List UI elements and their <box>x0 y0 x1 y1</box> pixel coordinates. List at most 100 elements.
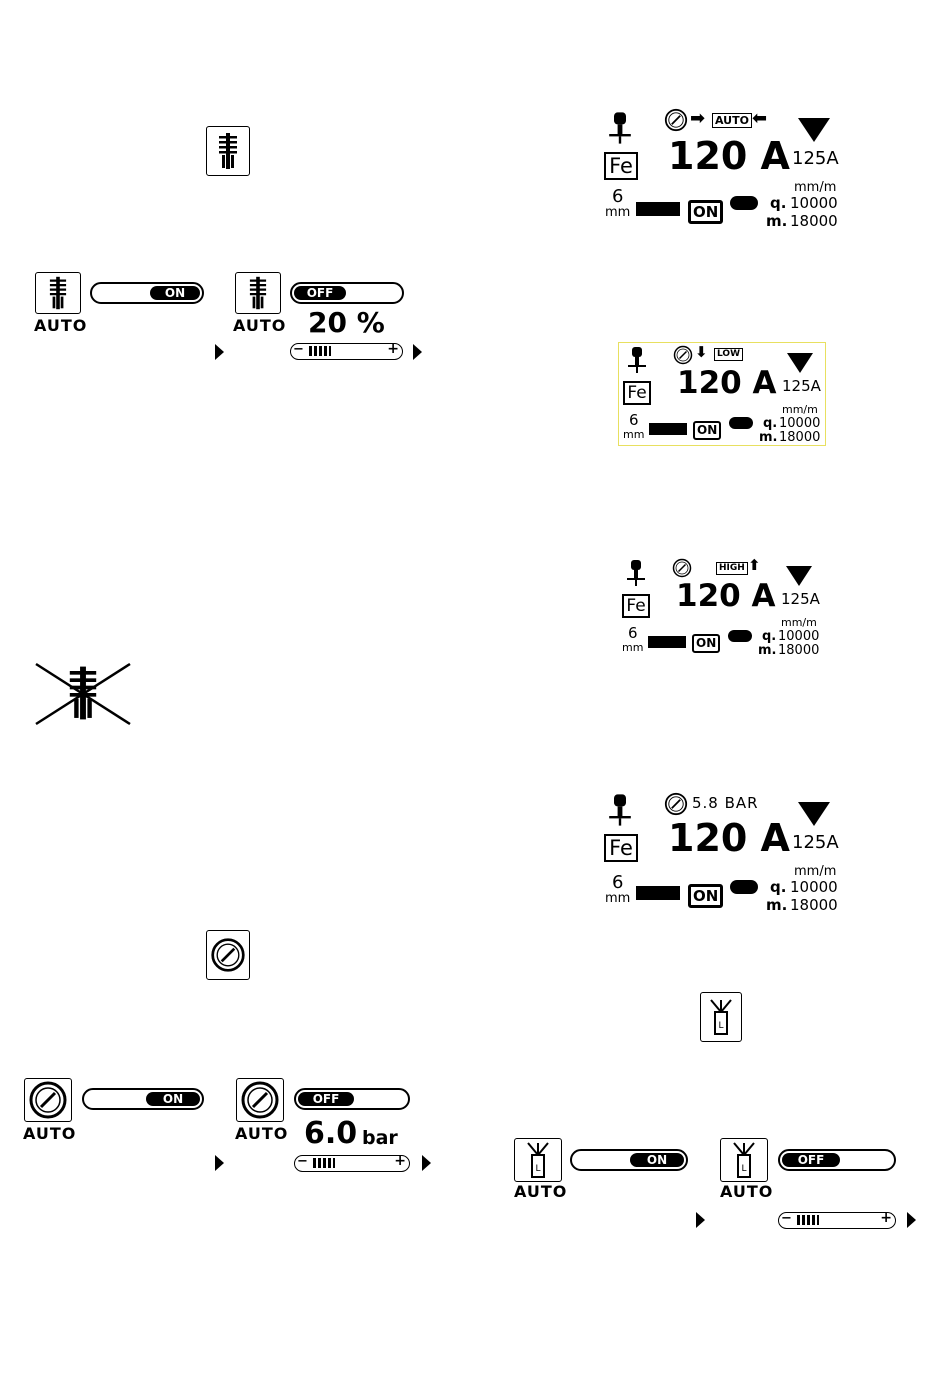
auto-label: AUTO <box>720 1182 773 1201</box>
toggle-off-pill: OFF <box>298 1092 354 1106</box>
toggle-off-pill: OFF <box>294 286 346 300</box>
toggle-off-switch[interactable]: OFF <box>290 282 404 304</box>
toggle-on-pill: ON <box>146 1092 200 1106</box>
m-label: m. <box>758 643 776 658</box>
m-label: m. <box>759 430 777 445</box>
toggle-off-pill: OFF <box>782 1153 840 1167</box>
arrow-down-icon: ⬇ <box>695 343 708 361</box>
thickness-bar-icon <box>649 423 687 435</box>
speed-icon <box>730 880 758 894</box>
arrow-up-icon: ⬆ <box>748 556 761 574</box>
auto-label: AUTO <box>34 316 87 335</box>
on-badge: ON <box>692 634 720 653</box>
consumable-slider[interactable]: − + <box>778 1212 896 1229</box>
speed-icon <box>730 196 758 210</box>
material-badge: Fe <box>604 152 638 180</box>
pressure-mode-badge: AUTO <box>712 113 752 128</box>
gauge-icon-frame <box>206 930 250 980</box>
q-value: 10000 <box>778 629 819 644</box>
speed-icon <box>729 417 753 429</box>
current-value: 120 A <box>677 365 777 401</box>
next-arrow-icon[interactable] <box>422 1155 431 1171</box>
pressure-gauge-icon <box>240 1080 280 1120</box>
torch-nozzle-icon <box>213 131 243 171</box>
display-panel: Fe 5.8 BAR 120 A 125A 6 mm ON mm/m q. 10… <box>600 790 850 914</box>
torch-nozzle-icon <box>44 275 72 311</box>
nozzle-icon-frame <box>206 126 250 176</box>
q-value: 10000 <box>790 878 838 896</box>
on-badge: ON <box>688 884 723 908</box>
m-value: 18000 <box>790 212 838 230</box>
torch-icon <box>608 792 632 828</box>
display-panel: Fe ➡ AUTO ⬅ 120 A 125A 6 mm ON mm/m q. 1… <box>600 108 850 232</box>
current-value: 120 A <box>668 134 790 178</box>
consumable-auto-off-icon[interactable] <box>720 1138 768 1182</box>
nozzle-shape-icon <box>787 353 813 373</box>
plus-icon[interactable]: + <box>387 341 399 357</box>
minus-icon[interactable]: − <box>293 342 304 357</box>
pressure-mode-badge: LOW <box>714 348 743 361</box>
thickness-value: 6 <box>612 188 623 206</box>
toggle-off-switch[interactable]: OFF <box>778 1149 896 1171</box>
pressure-gauge-icon <box>210 937 246 973</box>
pressure-gauge-icon <box>664 108 688 132</box>
nozzle-shape-icon <box>798 118 830 142</box>
q-label: q. <box>770 878 786 896</box>
toggle-off-switch[interactable]: OFF <box>294 1088 410 1110</box>
consumable-icon-frame <box>700 992 742 1042</box>
nozzle-auto-off-icon[interactable] <box>235 272 281 314</box>
nozzle-auto-on-icon[interactable] <box>35 272 81 314</box>
speed-unit: mm/m <box>782 403 818 416</box>
m-value: 18000 <box>779 430 820 445</box>
torch-icon <box>626 558 646 588</box>
q-label: q. <box>762 629 776 644</box>
next-arrow-icon[interactable] <box>696 1212 705 1228</box>
pressure-slider[interactable]: − + <box>294 1155 410 1172</box>
electrode-consumable-icon <box>706 996 736 1038</box>
toggle-on-switch[interactable]: ON <box>570 1149 688 1171</box>
nozzle-shape-icon <box>786 566 812 586</box>
speed-unit: mm/m <box>794 180 836 195</box>
q-value: 10000 <box>790 194 838 212</box>
speed-icon <box>728 630 752 642</box>
gauge-auto-on-icon[interactable] <box>24 1078 72 1122</box>
thickness-bar-icon <box>636 202 680 216</box>
plus-icon[interactable]: + <box>880 1210 892 1226</box>
slider-level-bars <box>309 346 331 356</box>
pressure-gauge-icon <box>672 558 692 578</box>
max-current: 125A <box>782 377 821 395</box>
percent-slider[interactable]: − + <box>290 343 403 360</box>
thickness-unit: mm <box>622 642 643 653</box>
gauge-auto-off-icon[interactable] <box>236 1078 284 1122</box>
torch-icon <box>627 345 647 375</box>
plus-icon[interactable]: + <box>394 1153 406 1169</box>
max-current: 125A <box>792 148 839 169</box>
pressure-gauge-icon <box>673 345 693 365</box>
material-badge: Fe <box>622 594 650 618</box>
pressure-gauge-icon <box>664 792 688 816</box>
auto-label: AUTO <box>514 1182 567 1201</box>
toggle-on-switch[interactable]: ON <box>90 282 204 304</box>
percent-value: 20 % <box>308 306 385 339</box>
slider-level-bars <box>313 1158 335 1168</box>
next-arrow-icon[interactable] <box>215 1155 224 1171</box>
max-current: 125A <box>781 590 820 608</box>
torch-icon <box>608 110 632 146</box>
next-arrow-icon[interactable] <box>907 1212 916 1228</box>
next-arrow-icon[interactable] <box>215 344 224 360</box>
current-value: 120 A <box>676 578 776 614</box>
thickness-value: 6 <box>628 626 638 641</box>
pressure-gauge-icon <box>28 1080 68 1120</box>
next-arrow-icon[interactable] <box>413 344 422 360</box>
thickness-unit: mm <box>605 206 630 219</box>
minus-icon[interactable]: − <box>781 1211 792 1226</box>
minus-icon[interactable]: − <box>297 1154 308 1169</box>
m-value: 18000 <box>790 896 838 914</box>
thickness-value: 6 <box>612 874 623 892</box>
auto-label: AUTO <box>235 1124 288 1143</box>
pressure-value: 6.0 <box>304 1116 357 1151</box>
toggle-on-switch[interactable]: ON <box>82 1088 204 1110</box>
arrow-right-icon: ➡ <box>690 108 705 129</box>
consumable-auto-on-icon[interactable] <box>514 1138 562 1182</box>
speed-unit: mm/m <box>794 864 836 879</box>
